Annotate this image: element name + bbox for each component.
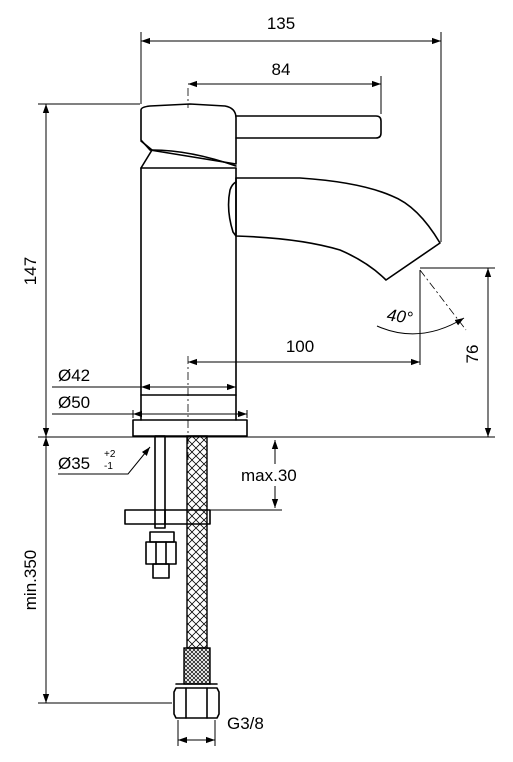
hose-ferrule [183,647,211,685]
dim-arc-40 [376,317,465,335]
base-flange [132,419,248,437]
dimension-lines [42,37,492,744]
fixing-nut [145,541,177,565]
label-diameter-35: Ø35 [58,454,90,473]
handle-edge [140,140,153,151]
connection-nut [173,687,220,719]
lever-rod [235,115,382,139]
fixing-washer [124,509,211,525]
flexible-hose [186,435,208,649]
dim-leader-35 [58,446,151,475]
installation-parts [124,435,220,719]
label-40-degrees: 40° [386,305,414,327]
faucet-body [140,167,237,396]
dimension-labels: 135 84 100 40° Ø42 Ø50 Ø35 +2 -1 max.30 … [21,14,482,733]
threaded-rod [154,435,166,529]
label-min-350: min.350 [21,550,40,610]
handle-cap [140,103,237,165]
label-tolerance-plus: +2 [104,449,116,460]
label-100: 100 [286,337,314,356]
label-76: 76 [463,345,482,364]
handle-underside [140,149,237,169]
extension-lines [38,32,495,746]
label-diameter-50: Ø50 [58,393,90,412]
label-135: 135 [267,14,295,33]
faucet-outline [132,103,441,437]
rod-nut-top [149,531,175,543]
label-diameter-42: Ø42 [58,366,90,385]
label-147: 147 [21,257,40,285]
label-tolerance-minus: -1 [104,461,113,472]
label-g38: G3/8 [227,714,264,733]
spout-axis-line [419,269,467,331]
spout [227,177,441,281]
label-84: 84 [272,60,291,79]
center-lines [187,88,467,460]
label-max-30: max.30 [241,466,297,485]
rod-end [152,563,170,579]
